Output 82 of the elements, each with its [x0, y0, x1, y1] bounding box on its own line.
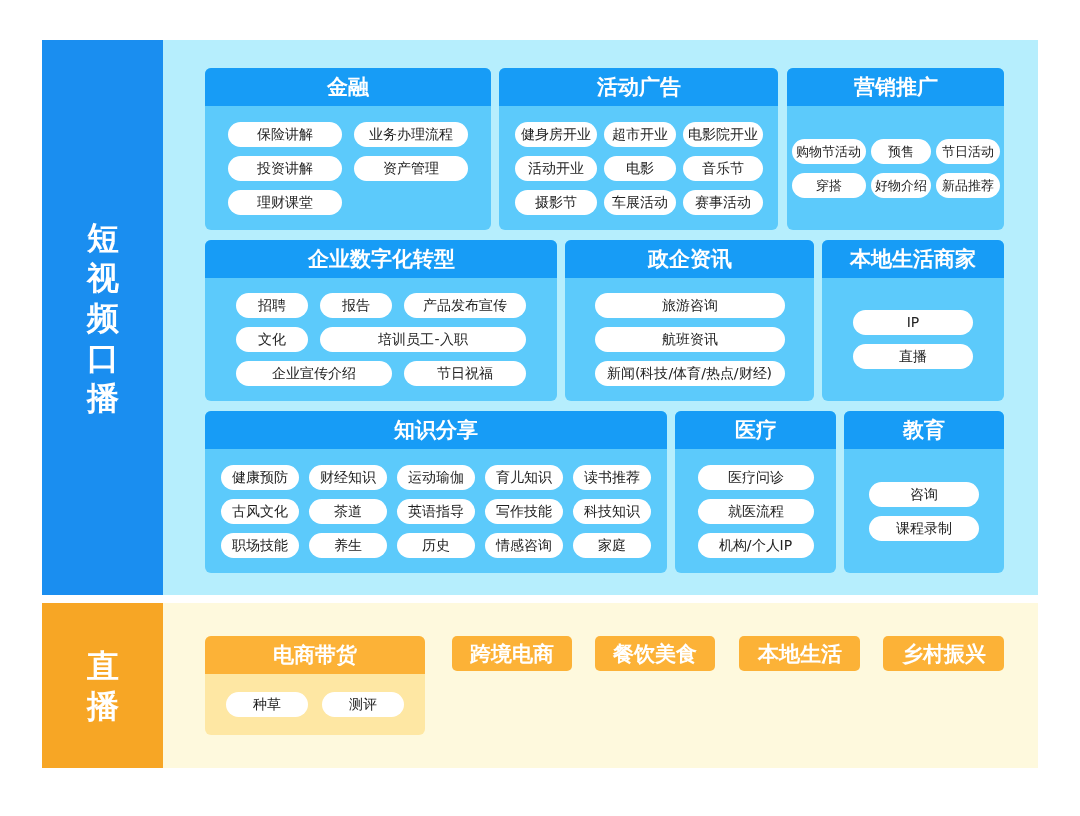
tag-chip: 穿搭 [791, 172, 866, 198]
category-card [205, 240, 557, 401]
tag-chip: 业务办理流程 [354, 121, 468, 147]
tag-chip: 育儿知识 [485, 464, 563, 490]
tag-chip: IP [853, 310, 973, 335]
tag-chip: 新品推荐 [935, 172, 1000, 198]
card-header: 政企资讯 [565, 240, 814, 278]
tag-chip: 音乐节 [682, 155, 763, 181]
tag-chip: 情感咨询 [485, 532, 563, 558]
category-tag: 乡村振兴 [883, 636, 1004, 671]
tag-chip: 节日活动 [935, 138, 1000, 164]
card-header: 教育 [844, 411, 1004, 449]
category-card [675, 411, 836, 573]
tag-chip: 预售 [870, 138, 931, 164]
tag-chip: 旅游咨询 [594, 293, 785, 318]
tag-chip: 车展活动 [603, 189, 676, 215]
tag-chip: 课程录制 [869, 515, 979, 541]
tag-chip: 财经知识 [309, 464, 387, 490]
tag-chip: 运动瑜伽 [397, 464, 475, 490]
tag-chip: 健康预防 [221, 464, 299, 490]
tag-chip: 医疗问诊 [697, 464, 814, 490]
section-label: 短视频口播 [85, 217, 120, 418]
category-card [565, 240, 814, 401]
tag-chip: 招聘 [236, 293, 308, 318]
tag-chip: 赛事活动 [682, 189, 763, 215]
tag-chip: 写作技能 [485, 498, 563, 524]
tag-chip: 测评 [322, 692, 404, 717]
tag-chip: 好物介绍 [870, 172, 931, 198]
category-card [822, 240, 1004, 401]
tag-chip: 读书推荐 [573, 464, 651, 490]
card-header: 活动广告 [499, 68, 778, 106]
tag-chip: 直播 [853, 344, 973, 369]
tag-chip: 家庭 [573, 532, 651, 558]
card-header: 企业数字化转型 [205, 240, 557, 278]
tag-chip: 养生 [309, 532, 387, 558]
tag-chip: 超市开业 [603, 121, 676, 147]
tag-chip: 古风文化 [221, 498, 299, 524]
tag-chip: 报告 [320, 293, 392, 318]
tag-chip: 科技知识 [573, 498, 651, 524]
section-panel [42, 40, 1038, 595]
category-card [499, 68, 778, 230]
tag-chip: 理财课堂 [228, 189, 342, 215]
tag-chip: 企业宣传介绍 [236, 361, 392, 386]
category-card [787, 68, 1004, 230]
tag-chip: 新闻(科技/体育/热点/财经) [594, 361, 785, 386]
category-tag: 餐饮美食 [595, 636, 715, 671]
category-tag: 跨境电商 [452, 636, 572, 671]
tag-chip: 投资讲解 [228, 155, 342, 181]
tag-chip: 历史 [397, 532, 475, 558]
tag-chip: 文化 [236, 327, 308, 352]
tag-chip: 产品发布宣传 [404, 293, 526, 318]
tag-chip: 资产管理 [354, 155, 468, 181]
section-label: 直播 [85, 645, 120, 726]
tag-chip: 航班资讯 [594, 327, 785, 352]
category-card [205, 68, 491, 230]
tag-chip: 节日祝福 [404, 361, 526, 386]
tag-chip: 电影院开业 [682, 121, 763, 147]
tag-chip: 活动开业 [514, 155, 597, 181]
tag-chip: 英语指导 [397, 498, 475, 524]
tag-chip: 机构/个人IP [697, 532, 814, 558]
tag-chip: 保险讲解 [228, 121, 342, 147]
tag-chip: 茶道 [309, 498, 387, 524]
tag-chip: 购物节活动 [791, 138, 866, 164]
category-tag: 本地生活 [739, 636, 860, 671]
tag-chip: 摄影节 [514, 189, 597, 215]
tag-chip: 种草 [226, 692, 308, 717]
card-header: 电商带货 [205, 636, 425, 674]
tag-chip: 培训员工-入职 [320, 327, 526, 352]
category-card [205, 636, 425, 735]
card-header: 医疗 [675, 411, 836, 449]
category-card [205, 411, 667, 573]
section-panel [42, 603, 1038, 768]
category-card [844, 411, 1004, 573]
card-header: 金融 [205, 68, 491, 106]
tag-chip: 就医流程 [697, 498, 814, 524]
tag-chip: 咨询 [869, 481, 979, 507]
tag-chip: 电影 [603, 155, 676, 181]
card-header: 知识分享 [205, 411, 667, 449]
card-header: 营销推广 [787, 68, 1004, 106]
tag-chip: 健身房开业 [514, 121, 597, 147]
tag-chip: 职场技能 [221, 532, 299, 558]
card-header: 本地生活商家 [822, 240, 1004, 278]
